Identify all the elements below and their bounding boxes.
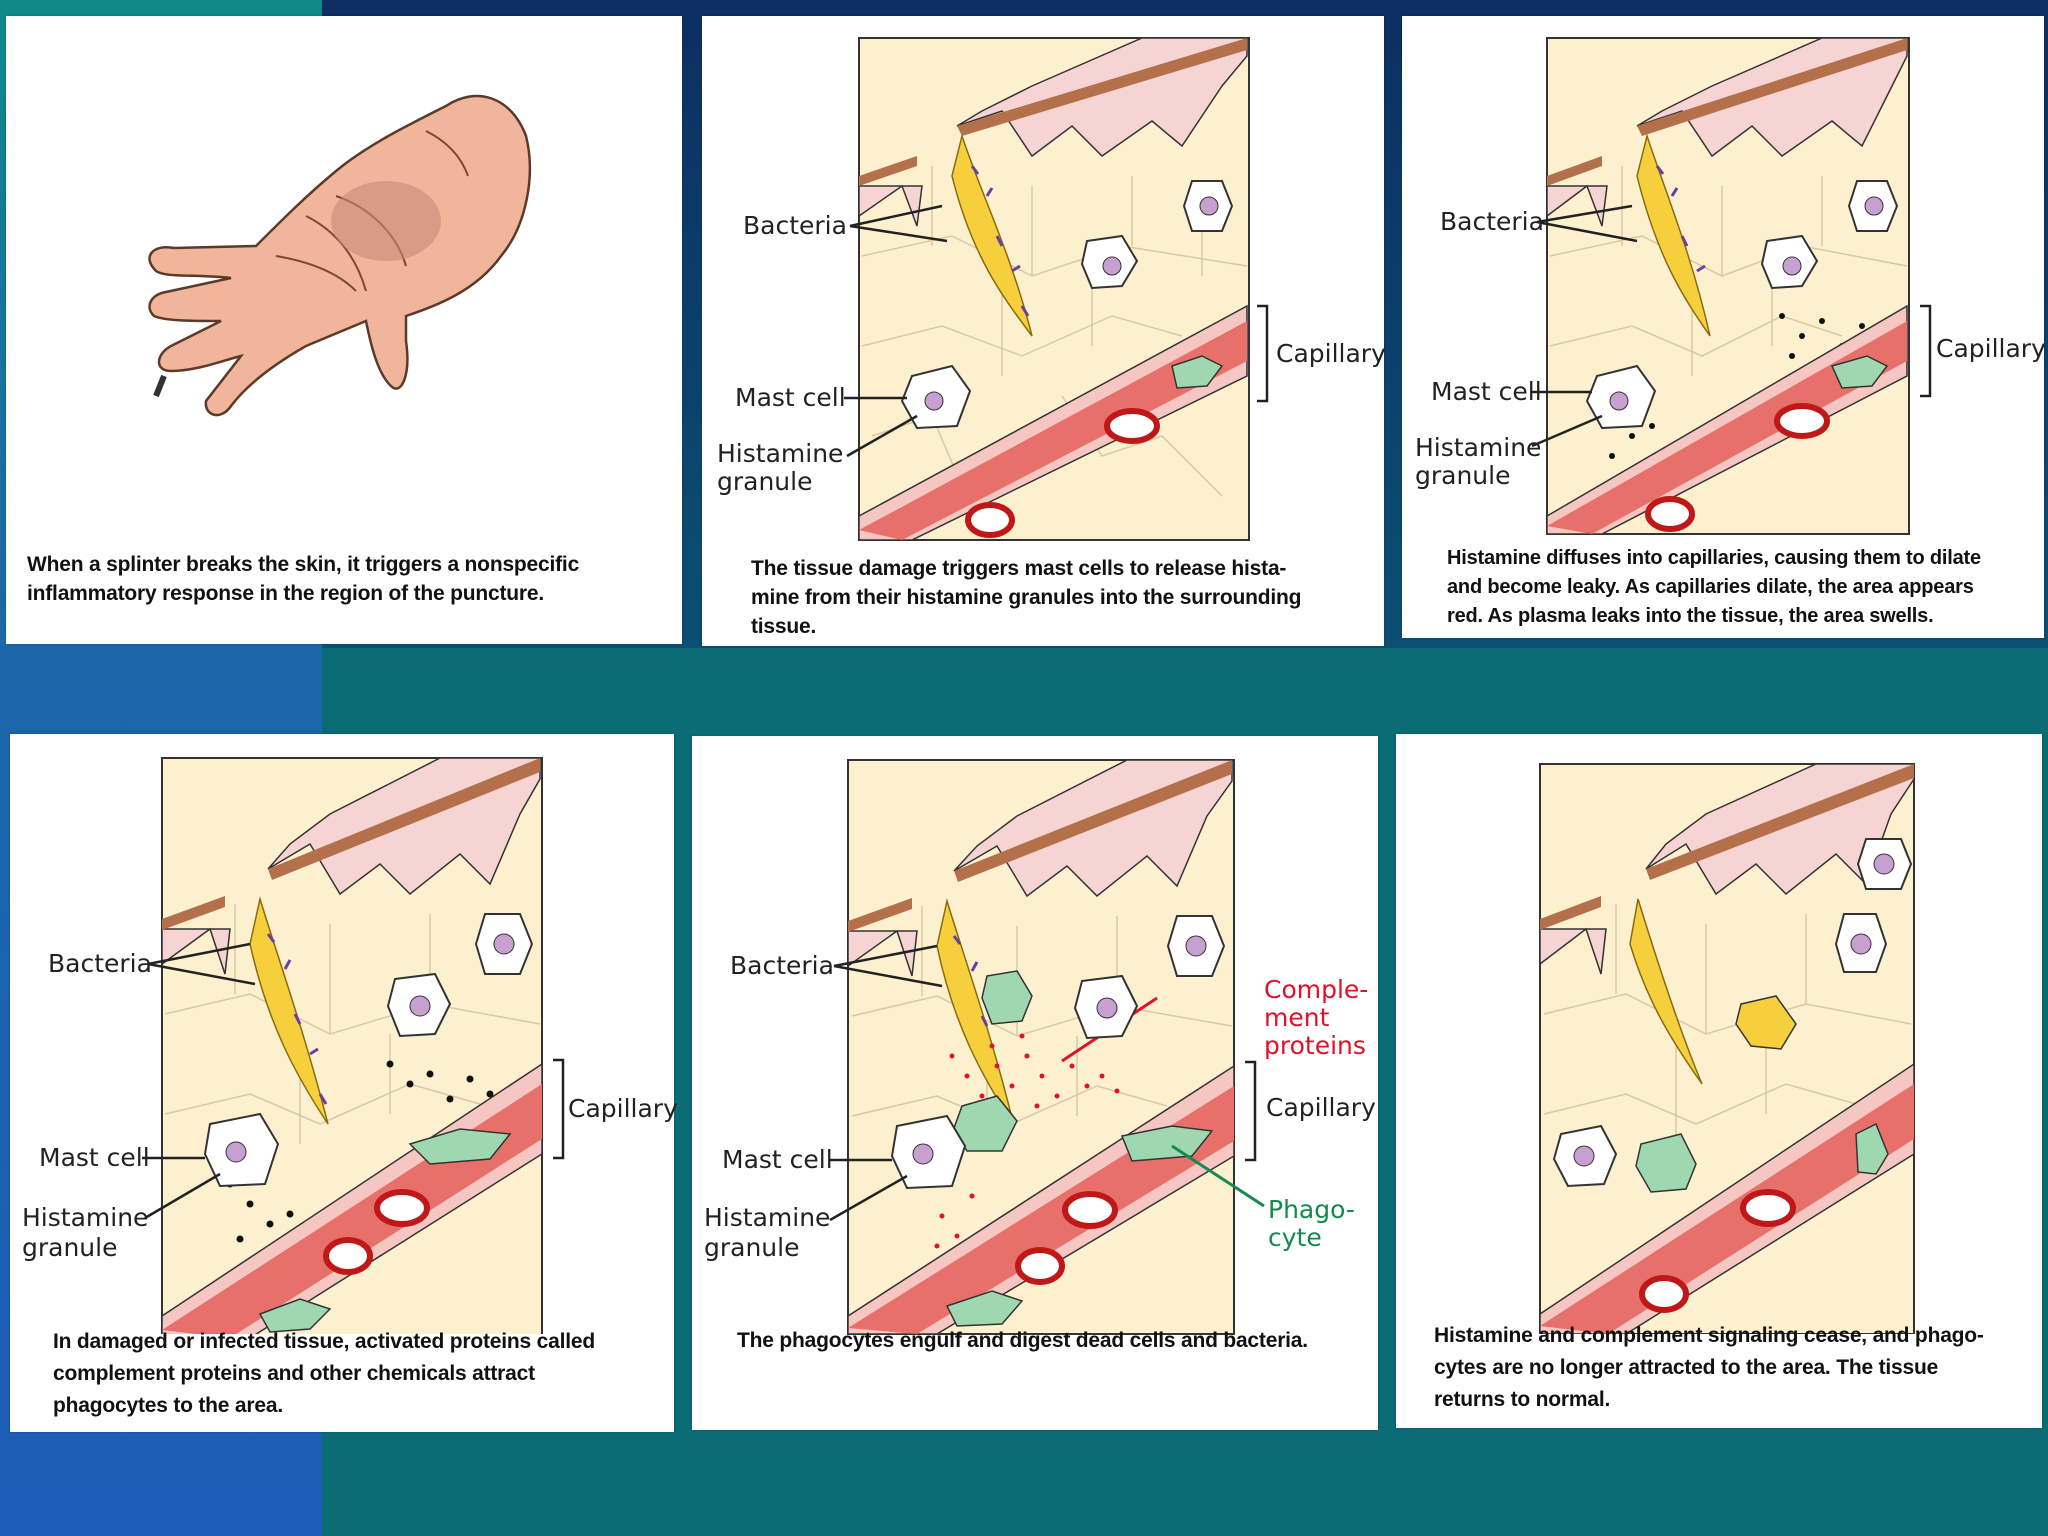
label-mast-cell: Mast cell xyxy=(735,383,846,412)
panel-1-caption: When a splinter breaks the skin, it trig… xyxy=(27,550,579,608)
panel-3-caption: Histamine diffuses into capillaries, cau… xyxy=(1447,544,1981,631)
panel-histamine-diffusion: Bacteria Capillary Mast cell Histamine g… xyxy=(1402,16,2046,638)
caption-line: and become leaky. As capillaries dilate,… xyxy=(1447,576,1974,598)
label-mast-cell: Mast cell xyxy=(1431,377,1542,406)
tissue-illustration xyxy=(1539,763,1915,1334)
mast-cells xyxy=(890,915,1226,1190)
mast-cells xyxy=(1552,838,1913,1188)
label-bacteria: Bacteria xyxy=(48,949,152,978)
label-granule: granule xyxy=(22,1233,118,1262)
red-blood-cells xyxy=(1639,1189,1796,1313)
phagocyte xyxy=(1830,355,1889,389)
caption-line: The phagocytes engulf and digest dead ce… xyxy=(737,1329,1308,1352)
mast-cells xyxy=(203,913,534,1188)
leader-lines xyxy=(844,204,1269,458)
mast-cells xyxy=(1585,180,1899,430)
red-blood-cells xyxy=(1645,403,1830,532)
panel-return-to-normal: Histamine and complement signaling cease… xyxy=(1396,734,2042,1428)
label-histamine: Histamine xyxy=(717,439,844,468)
tissue-illustration xyxy=(829,759,1265,1335)
label-capillary: Capillary xyxy=(568,1094,678,1123)
capillary-vessel xyxy=(1540,1084,1914,1334)
caption-line: Histamine and complement signaling cease… xyxy=(1434,1324,1984,1347)
label-complement-2: ment xyxy=(1264,1003,1330,1032)
panel-splinter-hand: When a splinter breaks the skin, it trig… xyxy=(6,16,682,644)
caption-line: The tissue damage triggers mast cells to… xyxy=(751,557,1287,580)
label-bacteria: Bacteria xyxy=(730,951,834,980)
hand-illustration xyxy=(148,94,532,417)
phagocytes xyxy=(945,970,1214,1327)
mast-cells xyxy=(900,180,1234,430)
caption-line: tissue. xyxy=(751,615,817,638)
splinter xyxy=(1636,133,1711,337)
caption-line: complement proteins and other chemicals … xyxy=(53,1362,535,1385)
caption-line: In damaged or infected tissue, activated… xyxy=(53,1330,595,1353)
panel-6-caption: Histamine and complement signaling cease… xyxy=(1434,1320,1984,1416)
splinter xyxy=(1629,898,1703,1085)
leader-lines xyxy=(829,944,1257,1222)
label-phagocyte-1: Phago- xyxy=(1268,1195,1355,1224)
complement-protein-dots xyxy=(934,1033,1120,1249)
label-mast-cell: Mast cell xyxy=(722,1145,833,1174)
label-granule: granule xyxy=(1415,461,1511,490)
caption-line: cytes are no longer attracted to the are… xyxy=(1434,1356,1939,1379)
tissue-illustration xyxy=(844,37,1269,541)
panel-complement-attraction: Bacteria Capillary Mast cell Histamine g… xyxy=(10,734,678,1432)
caption-line: red. As plasma leaks into the tissue, th… xyxy=(1447,605,1934,627)
panel-2-caption: The tissue damage triggers mast cells to… xyxy=(751,554,1301,641)
caption-line: mine from their histamine granules into … xyxy=(751,586,1302,609)
caption-line: inflammatory response in the region of t… xyxy=(27,582,544,605)
phagocytes xyxy=(1635,995,1889,1193)
label-granule: granule xyxy=(704,1233,800,1262)
capillary-vessel xyxy=(859,321,1247,540)
label-capillary: Capillary xyxy=(1276,339,1386,368)
caption-line: Histamine diffuses into capillaries, cau… xyxy=(1447,547,1981,569)
red-blood-cells xyxy=(965,408,1160,538)
panel-mast-cell-release: Bacteria Capillary Mast cell Histamine g… xyxy=(702,16,1386,646)
label-granule: granule xyxy=(717,467,813,496)
bacteria-cluster xyxy=(952,935,989,1027)
leader-lines xyxy=(1530,204,1932,448)
tissue-illustration xyxy=(142,757,565,1334)
panel-4-caption: In damaged or infected tissue, activated… xyxy=(53,1326,595,1422)
splinter-mark xyxy=(153,374,167,398)
label-histamine: Histamine xyxy=(704,1203,831,1232)
phagocyte xyxy=(1171,355,1224,389)
caption-line: phagocytes to the area. xyxy=(53,1394,283,1417)
panel-phagocytes-engulf: Bacteria Capillary Mast cell Histamine g… xyxy=(692,736,1378,1430)
label-mast-cell: Mast cell xyxy=(39,1143,150,1172)
splinter xyxy=(951,133,1033,337)
label-capillary: Capillary xyxy=(1266,1093,1376,1122)
label-complement-3: proteins xyxy=(1264,1031,1366,1060)
caption-line: returns to normal. xyxy=(1434,1388,1611,1411)
panel-5-caption: The phagocytes engulf and digest dead ce… xyxy=(737,1326,1308,1355)
red-blood-cells xyxy=(1015,1191,1118,1285)
phagocyte-leader xyxy=(1171,1144,1265,1208)
label-capillary: Capillary xyxy=(1936,334,2046,363)
label-histamine: Histamine xyxy=(22,1203,149,1232)
bacteria-cluster xyxy=(266,933,328,1105)
caption-line: When a splinter breaks the skin, it trig… xyxy=(27,553,580,576)
tissue-illustration xyxy=(1530,37,1932,535)
label-complement-1: Comple- xyxy=(1264,975,1369,1004)
bacteria-cluster xyxy=(1655,165,1706,273)
capillary-vessel xyxy=(1547,321,1907,534)
leader-lines xyxy=(142,942,565,1220)
label-histamine: Histamine xyxy=(1415,433,1542,462)
red-blood-cells xyxy=(323,1189,430,1275)
splinter xyxy=(249,896,329,1125)
label-bacteria: Bacteria xyxy=(1440,207,1544,236)
background-top-band xyxy=(0,0,2048,18)
label-phagocyte-2: cyte xyxy=(1268,1223,1322,1252)
phagocytes xyxy=(258,1128,512,1333)
label-bacteria: Bacteria xyxy=(743,211,847,240)
bacteria-cluster xyxy=(970,165,1030,317)
